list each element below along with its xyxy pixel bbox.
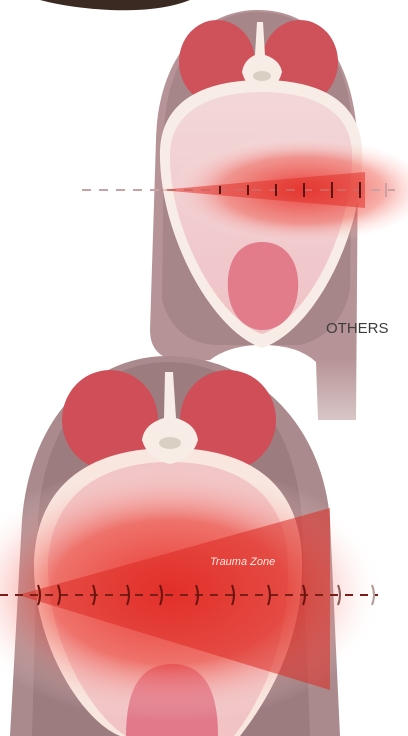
others-label: OTHERS [326, 320, 389, 337]
upper-vertebra-core [253, 71, 271, 81]
top-dark-shape [40, 0, 190, 10]
lower-vertebra-core [159, 437, 181, 449]
upper-tongue [228, 242, 298, 330]
upper-cross-section [82, 10, 408, 420]
trauma-zone-label: Trauma Zone [210, 556, 275, 568]
